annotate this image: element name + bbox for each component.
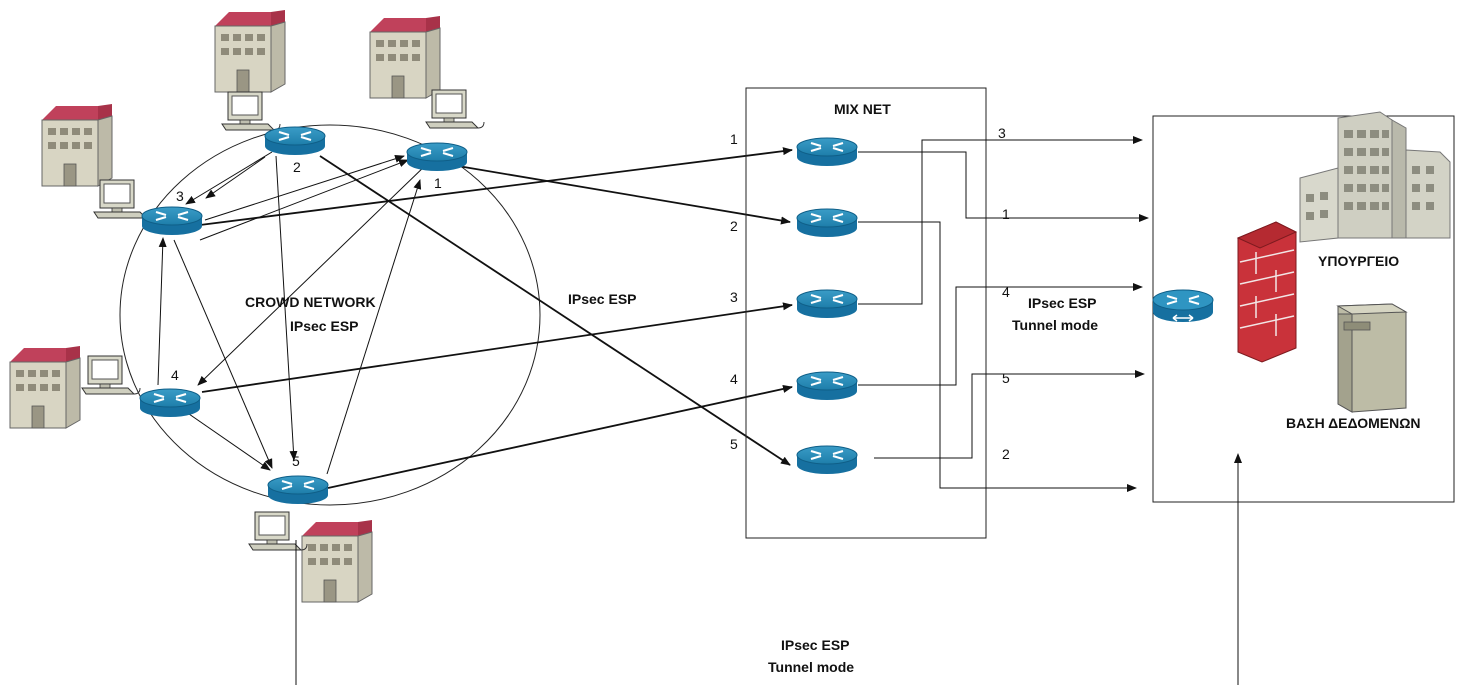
mixnet-input-label: 1: [730, 131, 738, 147]
direct-tunnel-link: [295, 453, 1242, 685]
crowd-node-label: 2: [293, 159, 301, 175]
mixnet-input-label: 5: [730, 436, 738, 452]
building-icon: [41, 103, 113, 187]
router-icon: [796, 371, 858, 401]
router-icon: [796, 445, 858, 475]
router-icon: [796, 289, 858, 319]
router-icon: [267, 475, 329, 505]
crowd-network-title: CROWD NETWORK: [245, 294, 376, 310]
mixnet-input-label: 3: [730, 289, 738, 305]
mixnet-output-links: [858, 136, 1149, 492]
bottom-tunnel-mode-label: Tunnel mode: [768, 659, 854, 675]
mixnet-title: MIX NET: [834, 101, 891, 117]
router-icon: [264, 126, 326, 156]
crowd-network-boundary: [119, 124, 541, 506]
router-icon: [796, 137, 858, 167]
mixnet-input-label: 4: [730, 371, 738, 387]
database-server-icon: [1336, 303, 1408, 413]
tunnel-mode-label: Tunnel mode: [1012, 317, 1098, 333]
crowd-node-label: 3: [176, 188, 184, 204]
computer-icon: [425, 89, 485, 129]
building-icon: [214, 9, 286, 93]
firewall-icon: [1236, 221, 1298, 363]
crowd-node-label: 1: [434, 175, 442, 191]
mixnet-input-label: 2: [730, 218, 738, 234]
crowd-node-label: 4: [171, 367, 179, 383]
ministry-label: ΥΠΟΥΡΓΕΙΟ: [1318, 253, 1399, 269]
ministry-building-icon: [1299, 111, 1451, 243]
gateway-router-icon: [1152, 289, 1214, 322]
building-icon: [9, 345, 81, 429]
mixnet-box: [745, 87, 987, 539]
router-icon: [139, 388, 201, 418]
mixnet-output-label: 2: [1002, 446, 1010, 462]
crowd-node-label: 5: [292, 453, 300, 469]
router-icon: [406, 142, 468, 172]
computer-icon: [248, 511, 308, 551]
mixnet-output-label: 4: [1002, 284, 1010, 300]
bottom-protocol-label: IPsec ESP: [781, 637, 850, 653]
mixnet-output-label: 3: [998, 125, 1006, 141]
mixnet-output-label: 1: [1002, 206, 1010, 222]
mixnet-output-label: 5: [1002, 370, 1010, 386]
mixnet-input-links: [199, 147, 793, 489]
crowd-links: [157, 139, 429, 475]
middle-protocol-label: IPsec ESP: [568, 291, 637, 307]
tunnel-protocol-label: IPsec ESP: [1028, 295, 1097, 311]
router-icon: [796, 208, 858, 238]
database-label: ΒΑΣΗ ΔΕΔΟΜΕΝΩΝ: [1286, 415, 1421, 431]
computer-icon: [81, 355, 141, 395]
computer-icon: [221, 91, 281, 131]
building-icon: [369, 15, 441, 99]
router-icon: [141, 206, 203, 236]
computer-icon: [93, 179, 153, 219]
building-icon: [301, 519, 373, 603]
crowd-network-protocol: IPsec ESP: [290, 318, 359, 334]
